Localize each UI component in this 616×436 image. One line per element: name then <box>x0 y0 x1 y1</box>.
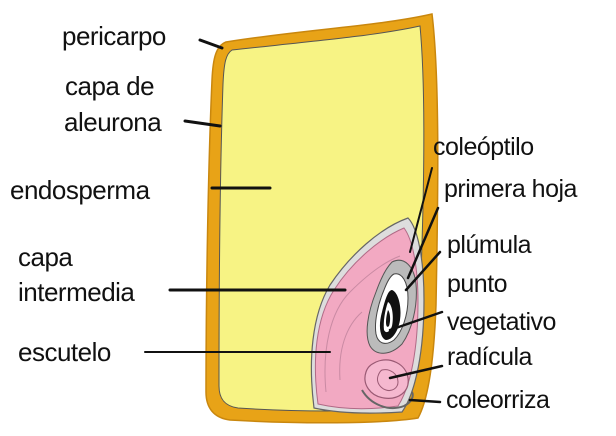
label-capa-aleurona-line1: capa de <box>65 72 154 100</box>
label-endosperma: endosperma <box>10 176 150 204</box>
label-primera-hoja: primera hoja <box>444 175 577 203</box>
label-pericarpo: pericarpo <box>62 22 166 50</box>
label-capa-aleurona-line2: aleurona <box>64 108 161 136</box>
label-coleorriza: coleorriza <box>446 386 549 414</box>
label-capa-intermedia-line1: capa <box>18 243 72 271</box>
label-coleoptilo: coleóptilo <box>433 133 534 161</box>
label-escutelo: escutelo <box>18 338 111 366</box>
label-punto-vegetativo-line1: punto <box>447 270 507 298</box>
label-capa-intermedia-line2: intermedia <box>18 278 134 306</box>
leader-line-pericarpo <box>200 40 222 48</box>
label-plumula: plúmula <box>447 231 531 259</box>
label-radicula: radícula <box>447 343 532 371</box>
radicle <box>365 360 408 398</box>
label-punto-vegetativo-line2: vegetativo <box>447 308 556 336</box>
